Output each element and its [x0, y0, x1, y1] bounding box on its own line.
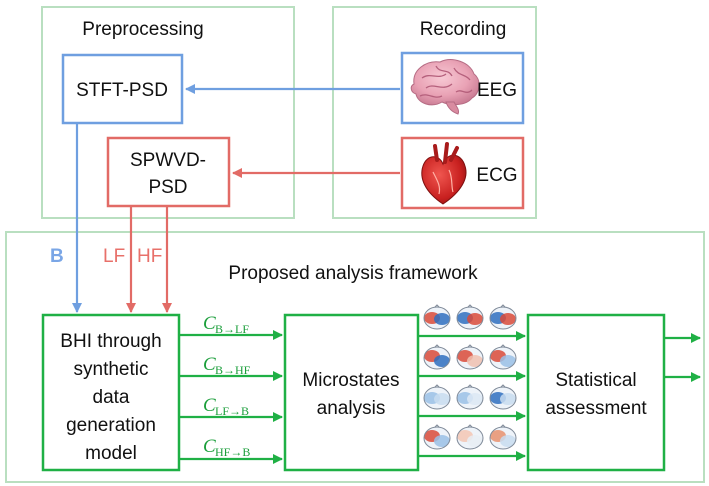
topomap-icon: [456, 384, 484, 410]
spwvd-psd-label-line2: PSD: [148, 177, 187, 198]
coupling-label-2-sub: B→HF: [215, 363, 251, 377]
preprocessing-title: Preprocessing: [82, 19, 203, 40]
recording-title: Recording: [420, 19, 507, 40]
coupling-label-4-sub: HF→B: [215, 445, 250, 459]
framework-title: Proposed analysis framework: [228, 263, 478, 284]
lf-signal-label: LF: [103, 246, 125, 267]
spwvd-psd-label-line1: SPWVD-: [130, 150, 206, 171]
statistical-box: [526, 313, 666, 472]
topomap-icon: [423, 384, 451, 410]
bhi-label-2: synthetic: [74, 359, 149, 380]
bhi-label-1: BHI through: [60, 331, 161, 352]
coupling-label-1-main: C: [203, 313, 216, 334]
eeg-label: EEG: [477, 80, 517, 101]
brain-icon: [410, 59, 480, 115]
microstates-label-2: analysis: [317, 398, 386, 419]
coupling-label-3-main: C: [203, 395, 216, 416]
topomap-icon: [423, 304, 451, 330]
topomap-icon: [423, 424, 451, 450]
coupling-label-3: C LF→B: [203, 395, 249, 418]
topomap-icon: [489, 344, 517, 370]
statistical-label-1: Statistical: [555, 370, 636, 391]
bhi-label-3: data: [93, 387, 130, 408]
coupling-label-2: C B→HF: [203, 354, 251, 377]
microstates-label-1: Microstates: [302, 370, 399, 391]
hf-signal-label: HF: [137, 246, 162, 267]
coupling-label-1: C B→LF: [203, 313, 249, 336]
coupling-label-4: C HF→B: [203, 436, 250, 459]
topomap-icon: [456, 424, 484, 450]
coupling-label-2-main: C: [203, 354, 216, 375]
coupling-label-1-sub: B→LF: [215, 322, 249, 336]
topomap-icon: [489, 304, 517, 330]
stft-psd-label: STFT-PSD: [76, 80, 168, 101]
topomap-icon: [456, 304, 484, 330]
spwvd-psd-box: [106, 136, 231, 208]
stft-psd-box: [61, 53, 184, 125]
bhi-model-box: [41, 313, 181, 472]
coupling-label-3-sub: LF→B: [215, 404, 249, 418]
statistical-label-2: assessment: [545, 398, 647, 419]
topomap-icon: [423, 344, 451, 370]
bhi-label-5: model: [85, 443, 137, 464]
framework-panel: [5, 231, 705, 483]
ecg-label: ECG: [476, 165, 517, 186]
bhi-label-4: generation: [66, 415, 156, 436]
topomap-icon: [456, 344, 484, 370]
microstates-box: [283, 313, 420, 472]
topomap-icon: [489, 384, 517, 410]
heart-icon: [421, 142, 467, 205]
coupling-label-4-main: C: [203, 436, 216, 457]
microstate-topomaps: [419, 304, 526, 461]
recording-panel: [332, 6, 537, 219]
b-signal-label: B: [50, 246, 64, 267]
topomap-icon: [489, 424, 517, 450]
